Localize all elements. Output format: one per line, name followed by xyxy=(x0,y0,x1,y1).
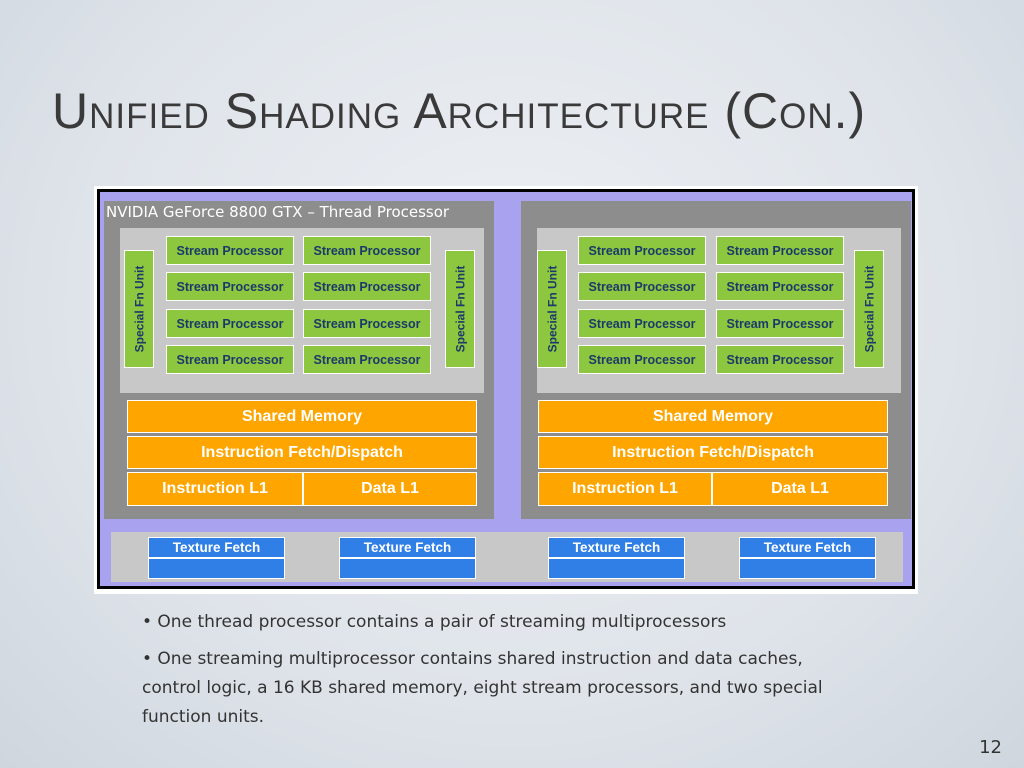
thread-processor-diagram: Special Fn Unit Stream Processor Stream … xyxy=(94,186,918,594)
stream-processor: Stream Processor xyxy=(166,345,294,374)
special-fn-unit: Special Fn Unit xyxy=(854,250,884,368)
shared-memory: Shared Memory xyxy=(538,400,888,433)
shared-memory: Shared Memory xyxy=(127,400,477,433)
special-fn-unit: Special Fn Unit xyxy=(445,250,475,368)
stream-processor: Stream Processor xyxy=(578,236,706,265)
stream-processor: Stream Processor xyxy=(166,236,294,265)
streaming-multiprocessor-2: Special Fn Unit Stream Processor Stream … xyxy=(521,201,911,519)
stream-processor: Stream Processor xyxy=(303,272,431,301)
stream-processor: Stream Processor xyxy=(716,272,844,301)
data-l1: Data L1 xyxy=(303,472,477,506)
texture-fetch-unit: Texture Fetch xyxy=(548,537,685,579)
streaming-multiprocessor-1: Special Fn Unit Stream Processor Stream … xyxy=(104,201,494,519)
instruction-fetch-dispatch: Instruction Fetch/Dispatch xyxy=(127,436,477,469)
stream-processor-area: Special Fn Unit Stream Processor Stream … xyxy=(537,228,901,393)
stream-processor-area: Special Fn Unit Stream Processor Stream … xyxy=(120,228,484,393)
diagram-caption: NVIDIA GeForce 8800 GTX – Thread Process… xyxy=(106,203,450,221)
stream-processor: Stream Processor xyxy=(166,272,294,301)
instruction-l1: Instruction L1 xyxy=(538,472,712,506)
stream-processor: Stream Processor xyxy=(716,309,844,338)
bullet-list: • One thread processor contains a pair o… xyxy=(142,608,862,740)
stream-processor: Stream Processor xyxy=(303,309,431,338)
texture-fetch-unit: Texture Fetch xyxy=(739,537,876,579)
data-l1: Data L1 xyxy=(712,472,888,506)
stream-processor: Stream Processor xyxy=(166,309,294,338)
diagram-background: Special Fn Unit Stream Processor Stream … xyxy=(100,192,912,586)
texture-fetch-unit: Texture Fetch xyxy=(339,537,476,579)
special-fn-unit: Special Fn Unit xyxy=(124,250,154,368)
texture-fetch-band: Texture Fetch Texture Fetch Texture Fetc… xyxy=(111,532,903,582)
page-number: 12 xyxy=(979,737,1002,758)
bullet-item: • One thread processor contains a pair o… xyxy=(142,612,727,632)
bullet-item: • One streaming multiprocessor contains … xyxy=(142,649,823,727)
stream-processor: Stream Processor xyxy=(578,309,706,338)
instruction-fetch-dispatch: Instruction Fetch/Dispatch xyxy=(538,436,888,469)
stream-processor: Stream Processor xyxy=(578,272,706,301)
slide-title: Unified Shading Architecture (Con.) xyxy=(52,83,867,139)
stream-processor: Stream Processor xyxy=(578,345,706,374)
stream-processor: Stream Processor xyxy=(716,345,844,374)
stream-processor: Stream Processor xyxy=(716,236,844,265)
special-fn-unit: Special Fn Unit xyxy=(537,250,567,368)
stream-processor: Stream Processor xyxy=(303,236,431,265)
texture-fetch-unit: Texture Fetch xyxy=(148,537,285,579)
stream-processor: Stream Processor xyxy=(303,345,431,374)
instruction-l1: Instruction L1 xyxy=(127,472,303,506)
